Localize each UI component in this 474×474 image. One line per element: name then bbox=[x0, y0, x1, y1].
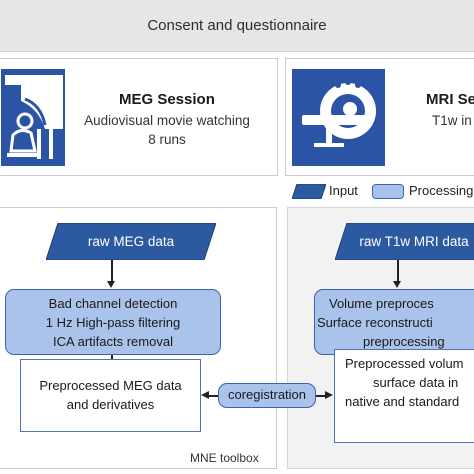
mri-scanner-icon bbox=[292, 69, 385, 166]
meg-processing-box: Bad channel detection 1 Hz High-pass fil… bbox=[5, 289, 221, 355]
legend-processing-swatch bbox=[372, 184, 404, 199]
mri-output-line-3: native and standard bbox=[345, 394, 460, 409]
consent-banner: Consent and questionnaire bbox=[0, 0, 474, 52]
legend-input-swatch bbox=[291, 183, 327, 200]
meg-arrow-1-head bbox=[107, 281, 115, 288]
meg-session-panel: MEG Session Audiovisual movie watching 8… bbox=[0, 58, 278, 176]
coreg-line-right bbox=[316, 395, 327, 397]
mri-session-title: MRI Se bbox=[426, 91, 474, 108]
coregistration-label: coregistration bbox=[227, 387, 307, 402]
mri-session-desc: T1w in bbox=[432, 113, 472, 128]
meg-session-title: MEG Session bbox=[119, 91, 215, 108]
mri-arrow-1 bbox=[397, 260, 399, 284]
mri-output-line-1: Preprocessed volum bbox=[345, 356, 464, 371]
mri-step-1: Volume preproces bbox=[329, 296, 434, 311]
mri-step-2: Surface reconstructi bbox=[317, 315, 433, 330]
mri-processing-box: Volume preproces Surface reconstructi pr… bbox=[314, 289, 474, 355]
mri-step-3: preprocessing bbox=[363, 334, 445, 349]
meg-output-line-2: and derivatives bbox=[66, 397, 155, 412]
consent-title: Consent and questionnaire bbox=[147, 17, 327, 34]
coregistration-box: coregistration bbox=[218, 383, 316, 408]
meg-step-1: Bad channel detection bbox=[48, 296, 178, 311]
coreg-line-left bbox=[208, 395, 222, 397]
meg-scanner-icon bbox=[1, 69, 65, 166]
coreg-arrowhead-left bbox=[201, 391, 209, 399]
meg-session-runs: 8 runs bbox=[148, 132, 186, 147]
meg-step-3: ICA artifacts removal bbox=[53, 334, 173, 349]
raw-meg-input-label: raw MEG data bbox=[87, 234, 175, 249]
raw-mri-input: raw T1w MRI data bbox=[335, 223, 474, 260]
raw-mri-input-label: raw T1w MRI data bbox=[359, 234, 469, 249]
mne-toolbox-label: MNE toolbox bbox=[190, 451, 259, 465]
raw-meg-input: raw MEG data bbox=[46, 223, 216, 260]
meg-output-line-1: Preprocessed MEG data bbox=[39, 378, 182, 393]
meg-arrow-1 bbox=[111, 260, 113, 284]
coreg-arrowhead-right bbox=[325, 391, 333, 399]
mri-output-line-2: surface data in bbox=[373, 375, 459, 390]
legend-processing-label: Processing bbox=[409, 183, 474, 198]
mri-output-box: Preprocessed volum surface data in nativ… bbox=[334, 349, 474, 443]
mri-session-panel: MRI Se T1w in bbox=[285, 58, 474, 176]
meg-output-box: Preprocessed MEG data and derivatives bbox=[20, 359, 201, 432]
legend-input-label: Input bbox=[329, 183, 358, 198]
meg-step-2: 1 Hz High-pass filtering bbox=[45, 315, 181, 330]
meg-session-desc: Audiovisual movie watching bbox=[84, 113, 250, 128]
mri-arrow-1-head bbox=[393, 281, 401, 288]
